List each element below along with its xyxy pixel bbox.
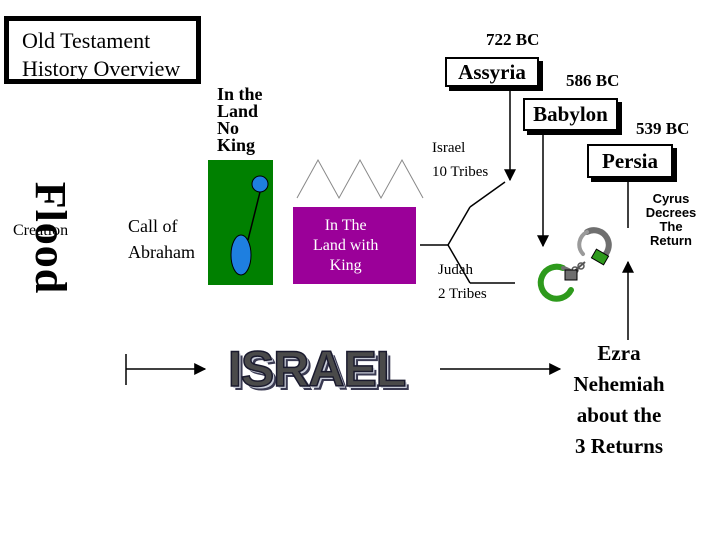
call-of-abraham-line-1: Call of bbox=[128, 216, 178, 236]
creation-label: Creation bbox=[13, 222, 69, 239]
stick-figure-icon bbox=[230, 175, 269, 276]
cyrus-line-2: Decrees bbox=[645, 205, 697, 220]
kingdom-line-2: Land with bbox=[313, 237, 379, 254]
returns-line-3: about the bbox=[576, 403, 662, 427]
no-king-line-3: No bbox=[217, 118, 239, 138]
call-of-abraham-line-2: Abraham bbox=[128, 242, 195, 262]
israel-tribes-line-2: 10 Tribes bbox=[432, 164, 489, 180]
returns-label: Ezra Nehemiah about the 3 Returns bbox=[560, 338, 678, 462]
judah-tribes-label: Judah 2 Tribes bbox=[438, 258, 487, 306]
judah-tribes-line-2: 2 Tribes bbox=[438, 286, 487, 302]
returns-line-1: Ezra bbox=[597, 341, 641, 365]
no-king-line-2: Land bbox=[217, 101, 259, 121]
kingdom-line-3: King bbox=[329, 257, 362, 274]
call-of-abraham-label: Call of Abraham bbox=[128, 213, 195, 265]
israel-tribes-line-1: Israel bbox=[432, 140, 466, 156]
kingdom-label: In The Land with King bbox=[313, 216, 378, 276]
cyrus-decree-label: Cyrus Decrees The Return bbox=[639, 192, 703, 248]
israel-word-art: ISRAEL bbox=[227, 341, 407, 397]
tribe-tents bbox=[296, 158, 424, 200]
kingdom-split-lines bbox=[420, 181, 515, 284]
babylon-box: Babylon bbox=[523, 98, 618, 131]
date-722bc: 722 BC bbox=[486, 30, 540, 49]
cyrus-line-1: Cyrus bbox=[652, 191, 690, 206]
israel-tribes-label: Israel 10 Tribes bbox=[432, 136, 488, 184]
returns-line-2: Nehemiah bbox=[573, 372, 665, 396]
kingdom-box: In The Land with King bbox=[293, 207, 416, 284]
no-king-line-1: In the bbox=[217, 84, 263, 104]
persia-box: Persia bbox=[587, 144, 673, 178]
judah-tribes-line-1: Judah bbox=[438, 262, 473, 278]
cyrus-line-3: The bbox=[659, 219, 683, 234]
date-586bc: 586 BC bbox=[566, 71, 620, 90]
cyrus-line-4: Return bbox=[650, 233, 692, 248]
israel-timeline-arrow bbox=[125, 354, 562, 385]
returns-line-4: 3 Returns bbox=[574, 434, 664, 458]
no-king-label: In the Land No King bbox=[217, 84, 263, 155]
title-line-1: Old Testament bbox=[22, 28, 151, 53]
title-line-2: History Overview bbox=[22, 56, 181, 81]
assyria-box: Assyria bbox=[445, 57, 539, 87]
no-king-panel bbox=[208, 160, 273, 285]
date-539bc: 539 BC bbox=[636, 119, 690, 138]
no-king-line-4: King bbox=[217, 135, 256, 155]
title-box: Old Testament History Overview bbox=[4, 16, 201, 84]
kingdom-line-1: In The bbox=[324, 217, 367, 234]
shackles-icon bbox=[537, 227, 612, 302]
